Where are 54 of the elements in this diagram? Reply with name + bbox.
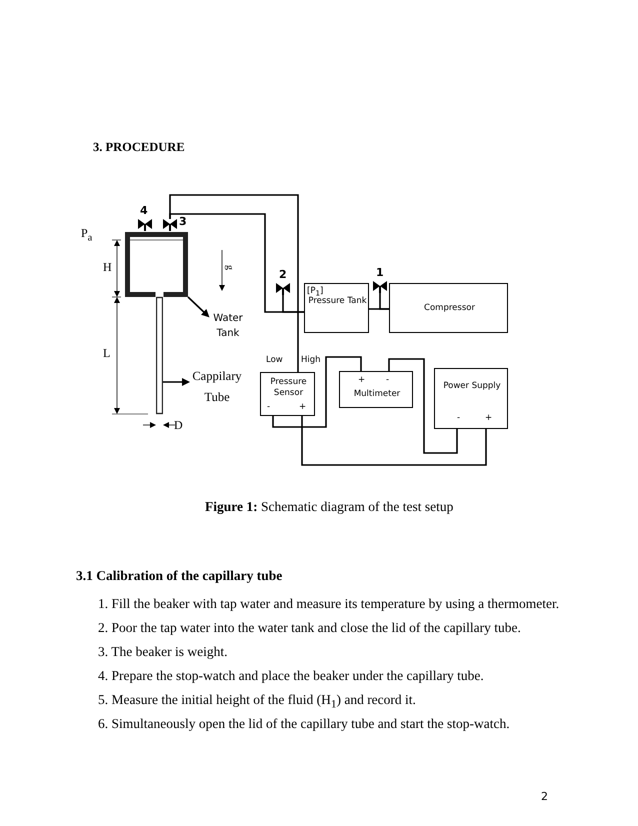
wire <box>301 416 487 466</box>
dimension-label: H <box>103 260 112 275</box>
leader-arrow <box>163 378 190 386</box>
dimension-label: D <box>174 418 183 433</box>
part-label: Cappilary Tube <box>188 366 246 408</box>
valve-number: 1 <box>376 267 384 278</box>
equipment-label: Multimeter <box>352 389 402 400</box>
terminal-sign: + <box>299 402 306 413</box>
valve-number: 3 <box>179 216 187 227</box>
valve-number: 2 <box>279 269 287 280</box>
list-item: 5. Measure the initial height of the fluid (H$_{1}$) and record it. <box>98 692 416 711</box>
terminal-sign: - <box>386 375 390 386</box>
leader-arrow <box>187 296 210 318</box>
valve-icon <box>276 283 290 295</box>
equipment-box <box>260 372 315 416</box>
wire <box>379 293 389 310</box>
port-label: High <box>301 355 321 366</box>
dimension-label: P$_{a}$ <box>81 226 92 244</box>
section-heading: 3.1 Calibration of the capillary tube <box>76 568 282 584</box>
capillary-tube-drawing <box>156 296 163 415</box>
gravity-label: g <box>224 265 235 270</box>
equipment-box <box>339 371 413 408</box>
water-tank-drawing <box>125 232 188 297</box>
wire <box>169 194 299 372</box>
terminal-sign: - <box>457 413 460 424</box>
wire <box>388 358 458 454</box>
equipment-box <box>304 283 369 333</box>
equipment-label: Compressor <box>423 303 476 314</box>
valve-icon <box>138 219 152 231</box>
valve-number: 4 <box>140 205 148 216</box>
equipment-box <box>389 283 508 333</box>
wire <box>272 356 362 428</box>
section-heading: 3. PROCEDURE <box>93 140 185 155</box>
terminal-sign: + <box>485 413 492 424</box>
list-item: 6. Simultaneously open the lid of the capillary tube and start the stop-watch. <box>98 716 510 732</box>
port-label: Low <box>266 355 283 366</box>
terminal-sign: - <box>267 402 270 413</box>
valve-icon <box>163 219 177 231</box>
equipment-label: Pressure Tank <box>307 296 368 307</box>
dimension-label: L <box>103 346 110 361</box>
wire <box>282 295 304 313</box>
list-item: 4. Prepare the stop-watch and place the beaker under the capillary tube. <box>98 668 484 684</box>
equipment-label: Pressure Sensor <box>269 377 308 399</box>
list-item: 3. The beaker is weight. <box>98 644 228 660</box>
part-label: Water Tank <box>208 311 248 341</box>
list-item: 1. Fill the beaker with tap water and measure its temperature by using a thermometer. <box>98 596 560 612</box>
equipment-box <box>434 368 508 429</box>
figure-caption: Figure 1: Schematic diagram of the test setup <box>205 499 454 515</box>
pressure-symbol: [P$_{1}$] <box>307 286 324 298</box>
equipment-label: Power Supply <box>442 381 502 392</box>
terminal-sign: + <box>358 375 366 386</box>
valve-icon <box>373 281 387 293</box>
page-number: 2 <box>541 790 548 803</box>
list-item: 2. Poor the tap water into the water tank and close the lid of the capillary tube. <box>98 620 521 636</box>
